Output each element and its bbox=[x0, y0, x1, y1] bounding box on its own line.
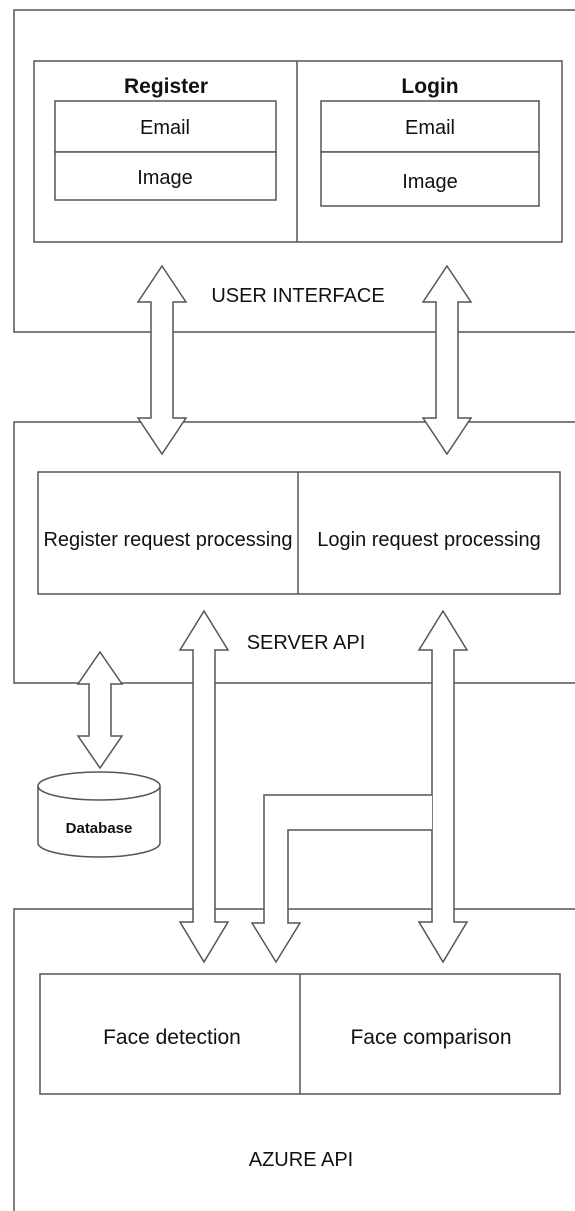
database-top bbox=[37, 771, 161, 801]
register-email-label: Email bbox=[140, 117, 190, 139]
azure-api-title: AZURE API bbox=[249, 1149, 353, 1171]
register-processing-face-detection-arrow bbox=[178, 609, 230, 964]
register-image-label: Image bbox=[137, 167, 193, 189]
login-processing-face-comparison-arrow bbox=[417, 609, 469, 964]
login-email-field[interactable] bbox=[320, 100, 540, 153]
server-api-title: SERVER API bbox=[247, 632, 366, 654]
face-comparison: Face comparison bbox=[350, 1026, 511, 1049]
server-api-panel bbox=[37, 471, 561, 595]
login-image-field[interactable] bbox=[320, 151, 540, 207]
login-image-label: Image bbox=[402, 171, 458, 193]
ui-login-server-arrow bbox=[421, 264, 473, 456]
user-interface-layer: Register Email Image Login Email Image U… bbox=[13, 9, 575, 333]
ui-register-server-arrow bbox=[136, 264, 188, 456]
azure-api-layer-frame bbox=[13, 908, 575, 1211]
face-detection: Face detection bbox=[103, 1026, 241, 1049]
database-label: Database bbox=[66, 820, 133, 837]
register-form-title: Register bbox=[124, 75, 208, 98]
user-interface-layer-frame bbox=[13, 9, 575, 333]
server-database-arrow bbox=[76, 650, 124, 770]
azure-api-layer: Face detection Face comparison AZURE API bbox=[13, 908, 575, 1211]
login-form-title: Login bbox=[401, 75, 458, 98]
login-request-processing: Login request processing bbox=[317, 529, 540, 551]
login-email-label: Email bbox=[405, 117, 455, 139]
register-image-field[interactable] bbox=[54, 151, 277, 201]
server-api-layer: Register request processing Login reques… bbox=[13, 421, 575, 684]
login-to-face-detection-bent-arrow bbox=[250, 794, 432, 964]
connector-arrows bbox=[76, 264, 473, 964]
database-cylinder: Database bbox=[37, 771, 161, 858]
server-api-layer-frame bbox=[13, 421, 575, 684]
register-request-processing: Register request processing bbox=[43, 529, 292, 551]
register-email-field[interactable] bbox=[54, 100, 277, 153]
database-body bbox=[37, 786, 161, 858]
user-interface-title: USER INTERFACE bbox=[211, 285, 384, 307]
